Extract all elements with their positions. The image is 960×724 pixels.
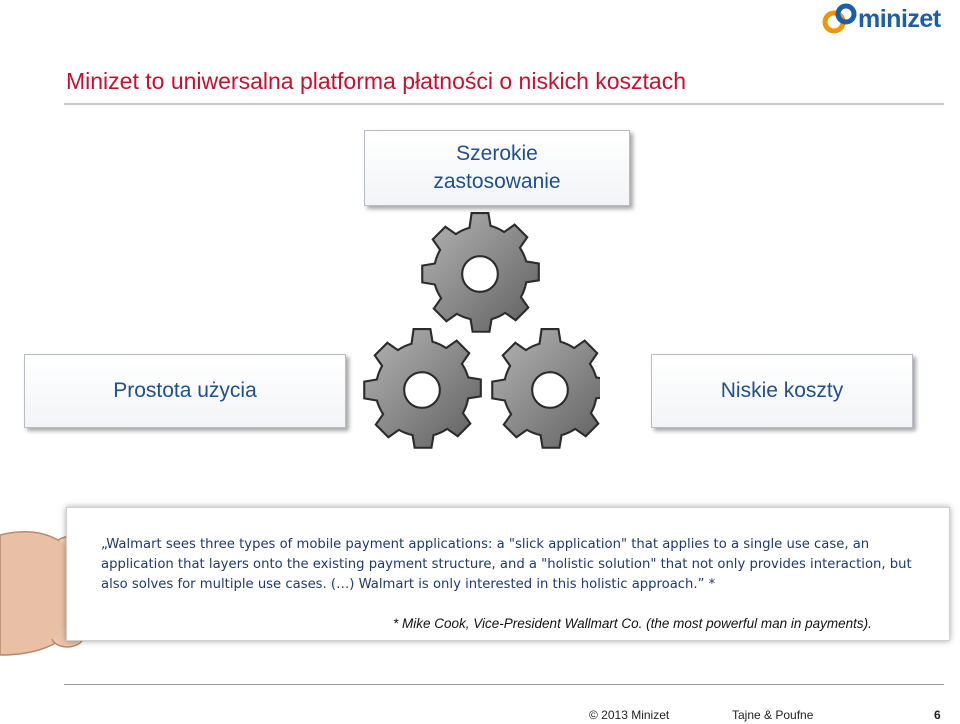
feature-box-ease-of-use-label: Prostota użycia (113, 379, 257, 402)
footer-copyright: © 2013 Minizet (589, 708, 670, 722)
gear-icon (421, 212, 540, 333)
feature-box-low-cost: Niskie koszty (651, 354, 913, 428)
quote-card: „Walmart sees three types of mobile paym… (66, 507, 950, 641)
footer-confidential: Tajne & Poufne (732, 708, 814, 722)
gear-icon (491, 328, 600, 449)
gear-icon (363, 328, 482, 449)
quote-text: „Walmart sees three types of mobile paym… (101, 537, 912, 592)
footer-divider (64, 684, 944, 685)
logo-text: minizet (858, 5, 941, 33)
minizet-logo: minizet (822, 2, 956, 36)
feature-box-ease-of-use: Prostota użycia (24, 354, 346, 428)
feature-box-broad-use: Szerokie zastosowanie (364, 130, 630, 206)
page-number: 6 (934, 708, 941, 722)
title-divider (64, 103, 944, 105)
feature-box-broad-use-line2: zastosowanie (433, 170, 561, 193)
minizet-logo-icon (822, 3, 857, 34)
page-title: Minizet to uniwersalna platforma płatnoś… (66, 68, 687, 94)
gears-illustration (363, 212, 600, 449)
quote-attribution: * Mike Cook, Vice-President Wallmart Co.… (393, 616, 872, 631)
feature-box-broad-use-line1: Szerokie (456, 142, 538, 165)
feature-box-low-cost-label: Niskie koszty (720, 379, 844, 402)
